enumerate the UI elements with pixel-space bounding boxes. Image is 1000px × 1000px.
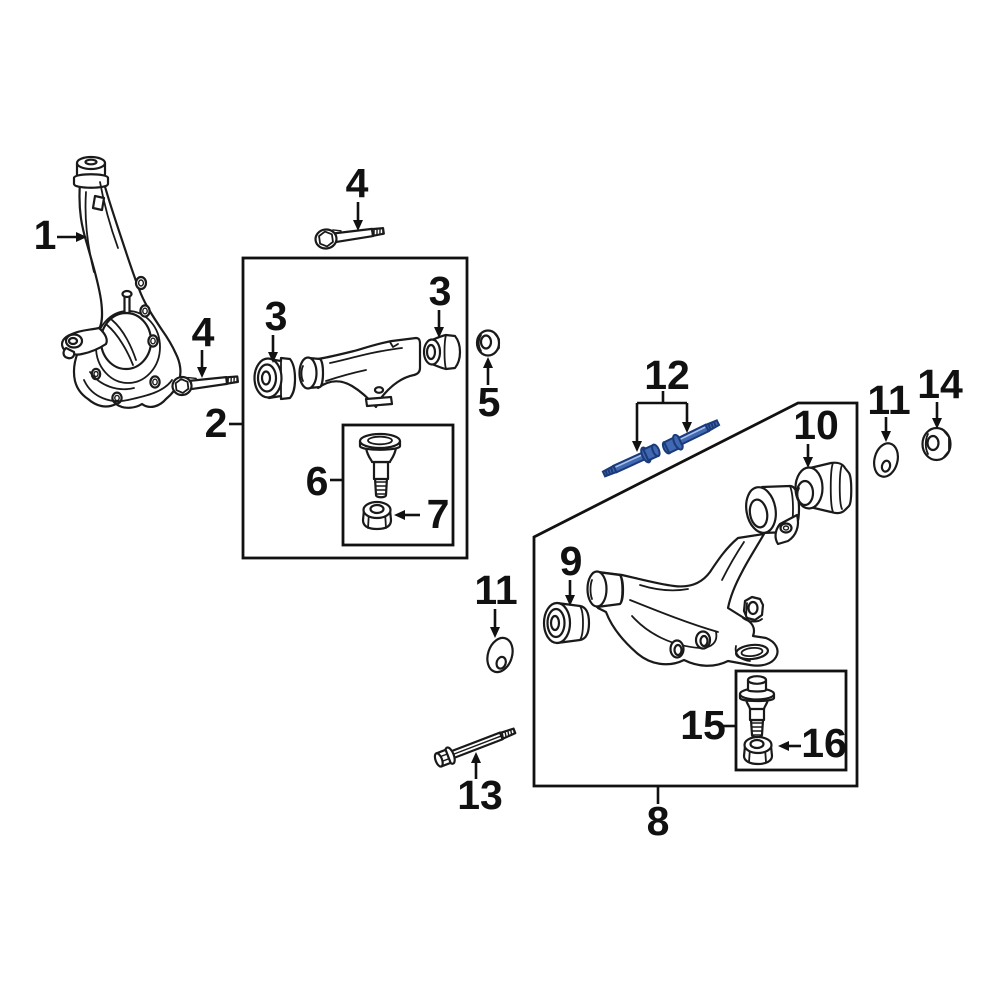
highlighted-bolt-12-a xyxy=(601,443,661,478)
callout-14-label: 14 xyxy=(917,361,963,407)
callout-14-leader xyxy=(932,402,942,429)
callout-5-leader xyxy=(483,357,493,385)
callout-3-right-leader xyxy=(434,310,444,338)
callout-11-left-leader xyxy=(490,609,500,638)
bushing-3-right-illustration xyxy=(422,333,462,371)
callout-4-top-leader xyxy=(353,202,363,231)
callout-11-right-leader xyxy=(881,417,891,442)
steering-knuckle-illustration xyxy=(60,155,182,409)
callout-9-label: 9 xyxy=(560,538,583,584)
callout-11-left-label: 11 xyxy=(474,567,517,613)
washer-11-left-illustration xyxy=(486,636,514,674)
upper-control-arm-illustration xyxy=(298,336,422,409)
callout-13-label: 13 xyxy=(457,772,503,818)
bushing-3-left-illustration xyxy=(253,356,297,401)
callout-1-leader xyxy=(57,232,87,242)
nut-5-illustration xyxy=(475,329,501,357)
callout-16-label: 16 xyxy=(801,720,847,766)
callout-7-leader xyxy=(394,510,420,520)
callout-6-label: 6 xyxy=(306,458,329,504)
callout-11-right-label: 11 xyxy=(867,377,910,423)
upper-balljoint-box xyxy=(341,423,455,547)
callout-10-leader xyxy=(803,444,813,468)
callout-3-right-label: 3 xyxy=(429,268,452,314)
highlighted-bolt-12-b xyxy=(661,419,721,455)
lower-balljoint-box xyxy=(734,669,848,772)
callout-3-left-leader xyxy=(268,335,278,363)
callout-8-label: 8 xyxy=(647,798,670,844)
callout-4-left-label: 4 xyxy=(192,309,215,355)
callout-2-label: 2 xyxy=(205,400,228,446)
callout-4-top-label: 4 xyxy=(346,160,369,206)
callout-12-label: 12 xyxy=(644,352,690,398)
ball-joint-6-illustration xyxy=(358,432,402,499)
upper-arm-group-box xyxy=(241,256,469,560)
callout-3-left-label: 3 xyxy=(265,293,288,339)
callout-13-leader xyxy=(471,752,481,779)
bushing-10-illustration xyxy=(794,461,853,515)
callout-4-left-leader xyxy=(197,350,207,378)
callout-7-label: 7 xyxy=(427,491,450,537)
nut-16-illustration xyxy=(742,735,774,766)
nut-14-illustration xyxy=(921,426,952,462)
callout-10-label: 10 xyxy=(793,402,839,448)
bolt-4-left-illustration xyxy=(171,375,240,397)
nut-7-illustration xyxy=(361,500,393,531)
ball-joint-15-illustration xyxy=(738,675,776,739)
washer-11-right-illustration xyxy=(873,442,899,478)
callout-12-leader xyxy=(632,391,692,452)
callout-1-label: 1 xyxy=(34,212,57,258)
lower-arm-group-box xyxy=(532,401,859,788)
callout-15-label: 15 xyxy=(680,702,726,748)
callout-16-leader xyxy=(778,741,801,751)
callout-5-label: 5 xyxy=(478,379,501,425)
bolt-13-illustration xyxy=(433,727,517,768)
callout-9-leader xyxy=(565,580,575,606)
bushing-9-illustration xyxy=(542,601,591,645)
lower-control-arm-illustration xyxy=(586,484,801,667)
bolt-4-top-illustration xyxy=(314,227,385,250)
